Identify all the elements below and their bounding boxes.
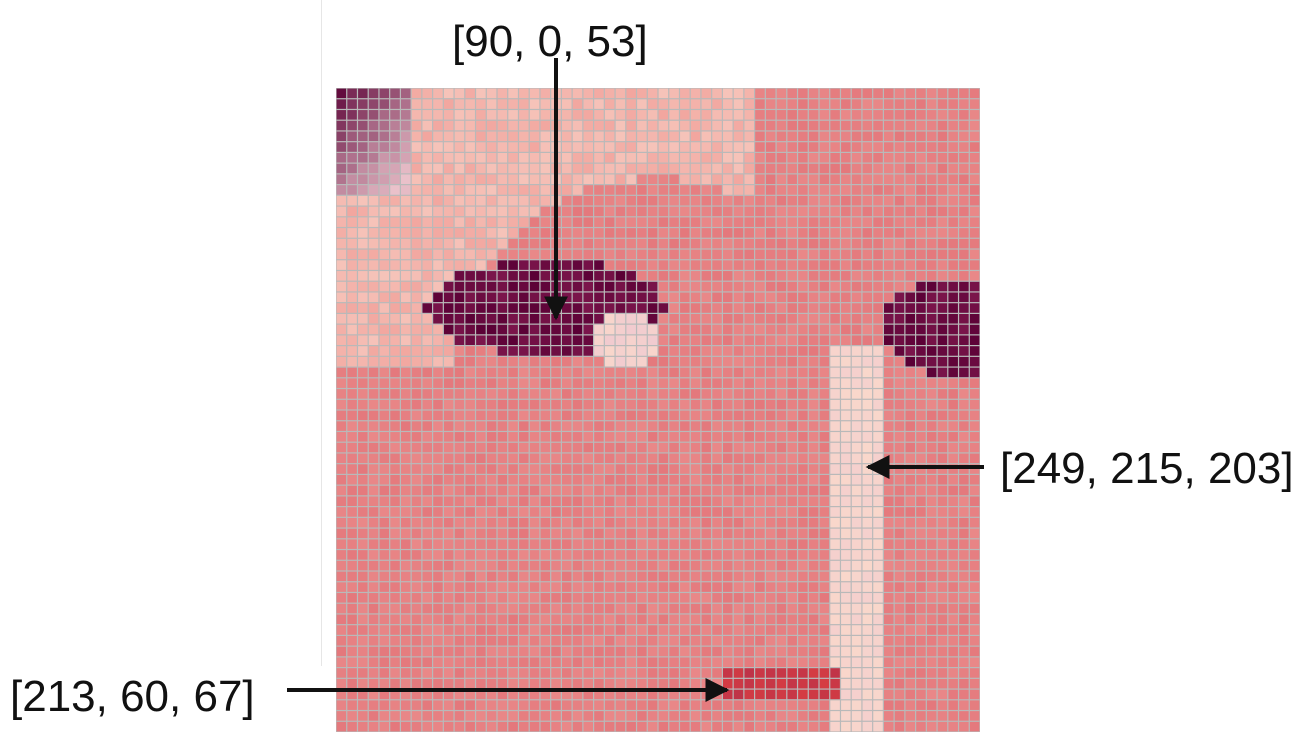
pixel-grid-image: [336, 88, 980, 732]
annotation-top-label: [90, 0, 53]: [452, 17, 648, 66]
annotation-right-label: [249, 215, 203]: [1000, 444, 1294, 493]
annotation-bottom-label: [213, 60, 67]: [10, 672, 255, 721]
pixel-grid: [336, 88, 980, 732]
divider-line: [321, 0, 322, 666]
